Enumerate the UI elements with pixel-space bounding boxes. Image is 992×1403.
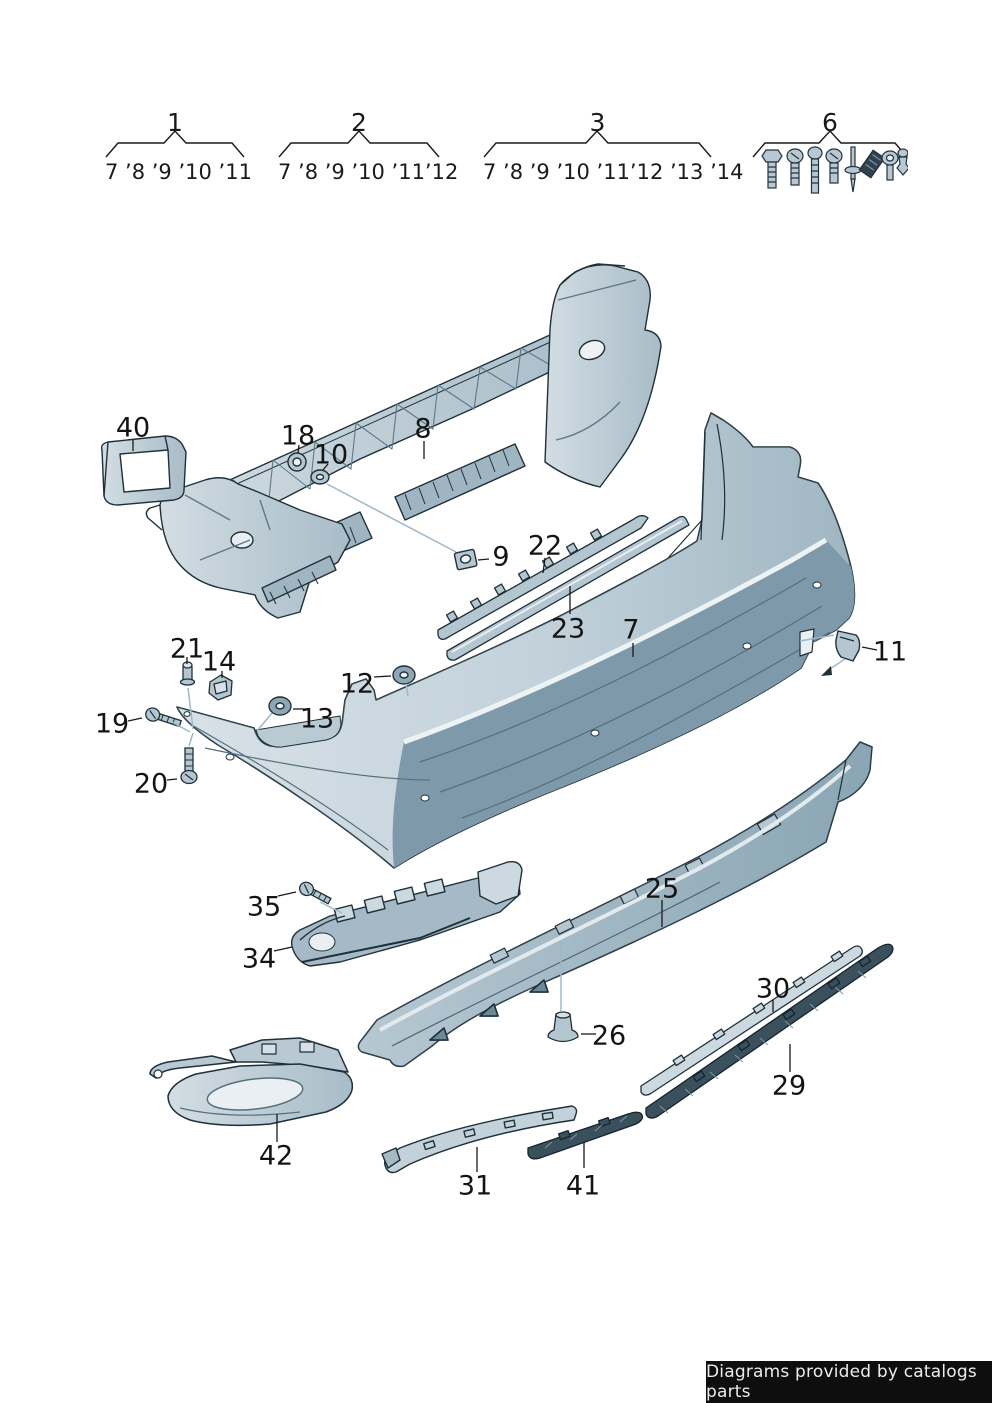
part-label-14-clip[interactable]: 14 bbox=[201, 646, 237, 678]
brace-icon bbox=[105, 129, 245, 158]
part-30-upper-trim-strip[interactable] bbox=[640, 945, 863, 1096]
year-group-6: 6 bbox=[752, 108, 908, 207]
part-9-retaining-clip[interactable] bbox=[453, 548, 478, 571]
part-29-serrated-lower-strip[interactable] bbox=[645, 943, 894, 1119]
part-label-34-mounting-bracket[interactable]: 34 bbox=[241, 943, 277, 975]
pan-head-screw-icon bbox=[786, 148, 804, 186]
part-label-22-serrated-trim-strip[interactable]: 22 bbox=[527, 530, 563, 562]
part-label-10-washer[interactable]: 10 bbox=[313, 439, 349, 471]
part-label-21-push-pin[interactable]: 21 bbox=[169, 633, 205, 665]
part-10-washer[interactable] bbox=[310, 469, 330, 485]
part-11-tow-hook-cover[interactable] bbox=[835, 630, 861, 662]
part-31-left-trim-strip[interactable] bbox=[381, 1105, 578, 1174]
spring-clip-icon bbox=[858, 149, 886, 179]
part-34-mounting-bracket[interactable] bbox=[290, 860, 523, 967]
washer-head-screw-icon bbox=[881, 150, 899, 181]
part-41-reflector-strip[interactable] bbox=[527, 1111, 644, 1160]
part-label-29-serrated-lower-strip[interactable]: 29 bbox=[771, 1070, 807, 1102]
part-label-31-left-trim-strip[interactable]: 31 bbox=[457, 1170, 493, 1202]
part-19-tapping-screw[interactable] bbox=[144, 706, 183, 729]
part-26-speed-nut[interactable] bbox=[547, 1011, 579, 1043]
part-label-13-grommet-left[interactable]: 13 bbox=[299, 703, 335, 735]
group-number[interactable]: 2 bbox=[351, 108, 367, 137]
part-35-bracket-screw[interactable] bbox=[297, 880, 332, 907]
part-12-grommet[interactable] bbox=[392, 665, 416, 685]
expander-rivet-icon bbox=[896, 148, 908, 176]
part-23-trim-strip[interactable] bbox=[446, 515, 690, 661]
part-20-tapping-screw[interactable] bbox=[180, 747, 198, 785]
part-18-hex-nut[interactable] bbox=[287, 452, 307, 472]
part-21-push-pin[interactable] bbox=[179, 661, 196, 686]
part-label-19-tapping-screw[interactable]: 19 bbox=[94, 708, 130, 740]
label-lines bbox=[127, 440, 878, 1172]
hex-flange-bolt-icon bbox=[761, 149, 783, 189]
part-label-20-tapping-screw-lower[interactable]: 20 bbox=[133, 768, 169, 800]
group-years: 7 ’8 ’9 ’10 ’11’12 ’13 ’14 bbox=[483, 160, 744, 184]
part-label-41-reflector-strip[interactable]: 41 bbox=[565, 1170, 601, 1202]
group-number[interactable]: 1 bbox=[167, 108, 183, 137]
push-pin-rivet-icon bbox=[844, 146, 862, 193]
part-label-35-bracket-screw[interactable]: 35 bbox=[246, 891, 282, 923]
part-label-25-lower-valance[interactable]: 25 bbox=[644, 873, 680, 905]
part-label-9-retaining-clip[interactable]: 9 bbox=[492, 541, 510, 573]
part-label-26-speed-nut[interactable]: 26 bbox=[591, 1020, 627, 1052]
part-40-retainer-bracket[interactable] bbox=[100, 435, 187, 506]
part-label-18-hex-nut[interactable]: 18 bbox=[280, 420, 316, 452]
part-42-exhaust-trim[interactable] bbox=[149, 1037, 354, 1127]
group-number[interactable]: 6 bbox=[822, 108, 838, 137]
leader-lines bbox=[171, 483, 846, 1011]
part-label-42-exhaust-trim[interactable]: 42 bbox=[258, 1140, 294, 1172]
group-years: 7 ’8 ’9 ’10 ’11’12 bbox=[278, 160, 459, 184]
part-14-clip[interactable] bbox=[208, 674, 233, 701]
part-label-12-grommet-right[interactable]: 12 bbox=[339, 668, 375, 700]
fastener-icons bbox=[761, 146, 908, 194]
part-label-11-tow-hook-cover[interactable]: 11 bbox=[872, 636, 908, 668]
group-number[interactable]: 3 bbox=[589, 108, 606, 137]
part-8-bumper-carrier[interactable] bbox=[145, 263, 662, 619]
part-label-23-trim-strip[interactable]: 23 bbox=[550, 613, 586, 645]
part-label-7-bumper-cover[interactable]: 7 bbox=[622, 614, 640, 646]
long-pan-head-screw-icon bbox=[807, 146, 823, 194]
part-13-grommet[interactable] bbox=[268, 696, 292, 716]
pan-head-screw-icon bbox=[825, 148, 843, 184]
group-years: 7 ’8 ’9 ’10 ’11 bbox=[105, 160, 252, 184]
part-label-40-retainer-bracket[interactable]: 40 bbox=[115, 412, 151, 444]
part-label-8-bumper-carrier[interactable]: 8 bbox=[414, 413, 432, 445]
attribution-text: Diagrams provided by catalogs parts bbox=[706, 1362, 977, 1402]
brace-icon bbox=[483, 129, 712, 158]
part-22-serrated-trim-strip[interactable] bbox=[437, 515, 649, 640]
attribution-bar: Diagrams provided by catalogs parts bbox=[706, 1361, 992, 1403]
part-label-30-upper-trim-strip[interactable]: 30 bbox=[755, 973, 791, 1005]
part-25-lower-valance[interactable] bbox=[357, 741, 873, 1068]
part-7-bumper-cover[interactable] bbox=[176, 412, 856, 869]
brace-icon bbox=[278, 129, 440, 158]
brace-icon bbox=[752, 129, 908, 158]
arrowhead-11 bbox=[821, 666, 832, 676]
